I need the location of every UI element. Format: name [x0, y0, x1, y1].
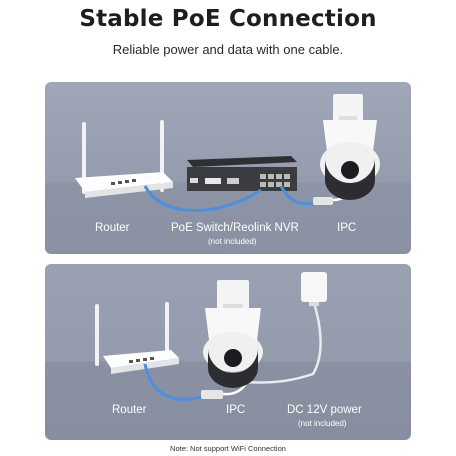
router-label: Router: [112, 404, 147, 416]
ipc-label: IPC: [226, 404, 246, 416]
power-note: (not included): [298, 419, 347, 428]
poe-switch-label: PoE Switch/Reolink NVR: [171, 222, 299, 234]
power-adapter-icon: [301, 272, 327, 306]
footer-note: Note: Not support WiFi Connection: [170, 444, 286, 453]
poe-switch-note: (not included): [208, 237, 257, 246]
page-subtitle: Reliable power and data with one cable.: [112, 42, 344, 57]
poe-switch-diagram-panel: Router PoE Switch/Reolink NVR (not inclu…: [45, 82, 411, 254]
dc-power-diagram-panel: Router IPC DC 12V power (not included): [45, 264, 411, 440]
router-icon: [75, 120, 173, 198]
page-title: Stable PoE Connection: [79, 6, 377, 32]
poe-switch-icon: [187, 156, 297, 191]
router-label: Router: [95, 222, 130, 234]
ptz-camera-icon: [203, 280, 263, 388]
power-label: DC 12V power: [287, 404, 362, 416]
ptz-camera-icon: [320, 94, 380, 200]
ipc-label: IPC: [337, 222, 357, 234]
router-icon: [95, 302, 179, 374]
